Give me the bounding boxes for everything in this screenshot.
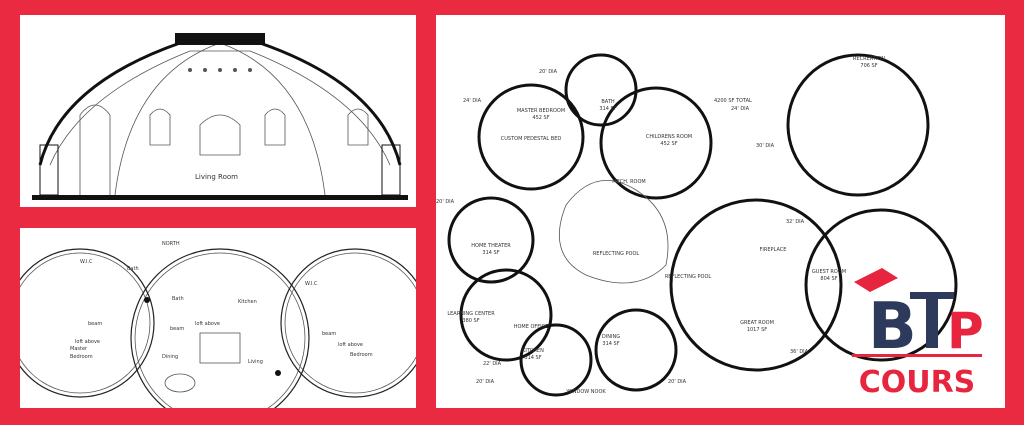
btp-cours-logo: B P COURS xyxy=(852,262,982,402)
room-label: WINDOW NOOK xyxy=(566,389,606,395)
room-label: Bedroom xyxy=(350,352,373,358)
room-label: REFLECTING POOL xyxy=(665,274,712,280)
dim-label: 20' DIA xyxy=(476,379,495,385)
room-area: 804 SF xyxy=(820,276,837,282)
room-area: 452 SF xyxy=(660,141,677,147)
svg-text:P: P xyxy=(947,302,982,360)
note: beam xyxy=(88,321,102,327)
room-label: HOME OFFICE xyxy=(514,324,549,330)
dim-label: 36' DIA xyxy=(790,349,809,355)
room-label: Bath xyxy=(172,296,184,302)
room-area: 314 SF xyxy=(602,341,619,347)
note: loft above xyxy=(75,339,100,345)
room-area: 452 SF xyxy=(532,115,549,121)
room-label: DINING xyxy=(602,334,620,340)
room-label: MECH. ROOM xyxy=(612,179,645,185)
room-label: RECREATION xyxy=(853,56,885,62)
total-area-label: 4200 SF TOTAL xyxy=(714,98,752,104)
room-label: CUSTOM PEDESTAL BED xyxy=(501,136,562,142)
dim-label: 24' DIA xyxy=(463,98,482,104)
small-dome-floor-plan: W.I.C Bath Bath Kitchen W.I.C Master Bed… xyxy=(20,228,416,408)
dim-label: 20' DIA xyxy=(668,379,687,385)
note: beam xyxy=(322,331,336,337)
north-label: NORTH xyxy=(162,241,180,247)
dim-label: 30' DIA xyxy=(756,143,775,149)
room-area: 706 SF xyxy=(860,63,877,69)
room-area: 314 SF xyxy=(482,250,499,256)
room-label: W.I.C xyxy=(305,281,318,287)
room-label: CHILDRENS ROOM xyxy=(646,134,692,140)
room-label: FIREPLACE xyxy=(760,247,787,253)
dim-label: 32' DIA xyxy=(786,219,805,225)
room-label: GREAT ROOM xyxy=(740,320,774,326)
note: loft above xyxy=(338,342,363,348)
room-label: Kitchen xyxy=(238,299,257,305)
room-label: GUEST ROOM xyxy=(812,269,846,275)
note: loft above xyxy=(195,321,220,327)
svg-text:B: B xyxy=(868,290,917,364)
room-label: REFLECTING POOL xyxy=(593,251,640,257)
room-label: W.I.C xyxy=(80,259,93,265)
room-area: 1017 SF xyxy=(747,327,767,333)
room-label: KITCHEN xyxy=(522,348,544,354)
room-area: 314 SF xyxy=(599,106,616,112)
svg-text:COURS: COURS xyxy=(859,365,976,400)
note: beam xyxy=(170,326,184,332)
dim-label: 20' DIA xyxy=(436,199,455,205)
room-label: Dining xyxy=(162,354,178,360)
room-area: 314 SF xyxy=(524,355,541,361)
dome-section-drawing: Living Room xyxy=(20,15,416,207)
dim-label: 20' DIA xyxy=(539,69,558,75)
room-label: LEARNING CENTER xyxy=(447,311,495,317)
living-room-label: Living Room xyxy=(195,173,238,181)
dim-label: 22' DIA xyxy=(483,361,502,367)
room-label: Bedroom xyxy=(70,354,93,360)
room-label: Living xyxy=(248,359,263,365)
dim-label: 24' DIA xyxy=(731,106,750,112)
room-label: Bath xyxy=(127,266,139,272)
room-label: HOME THEATER xyxy=(471,243,511,249)
room-label: MASTER BEDROOM xyxy=(517,108,565,114)
room-label: BATH xyxy=(601,99,615,105)
room-label: Master xyxy=(70,346,88,352)
room-area: 380 SF xyxy=(462,318,479,324)
